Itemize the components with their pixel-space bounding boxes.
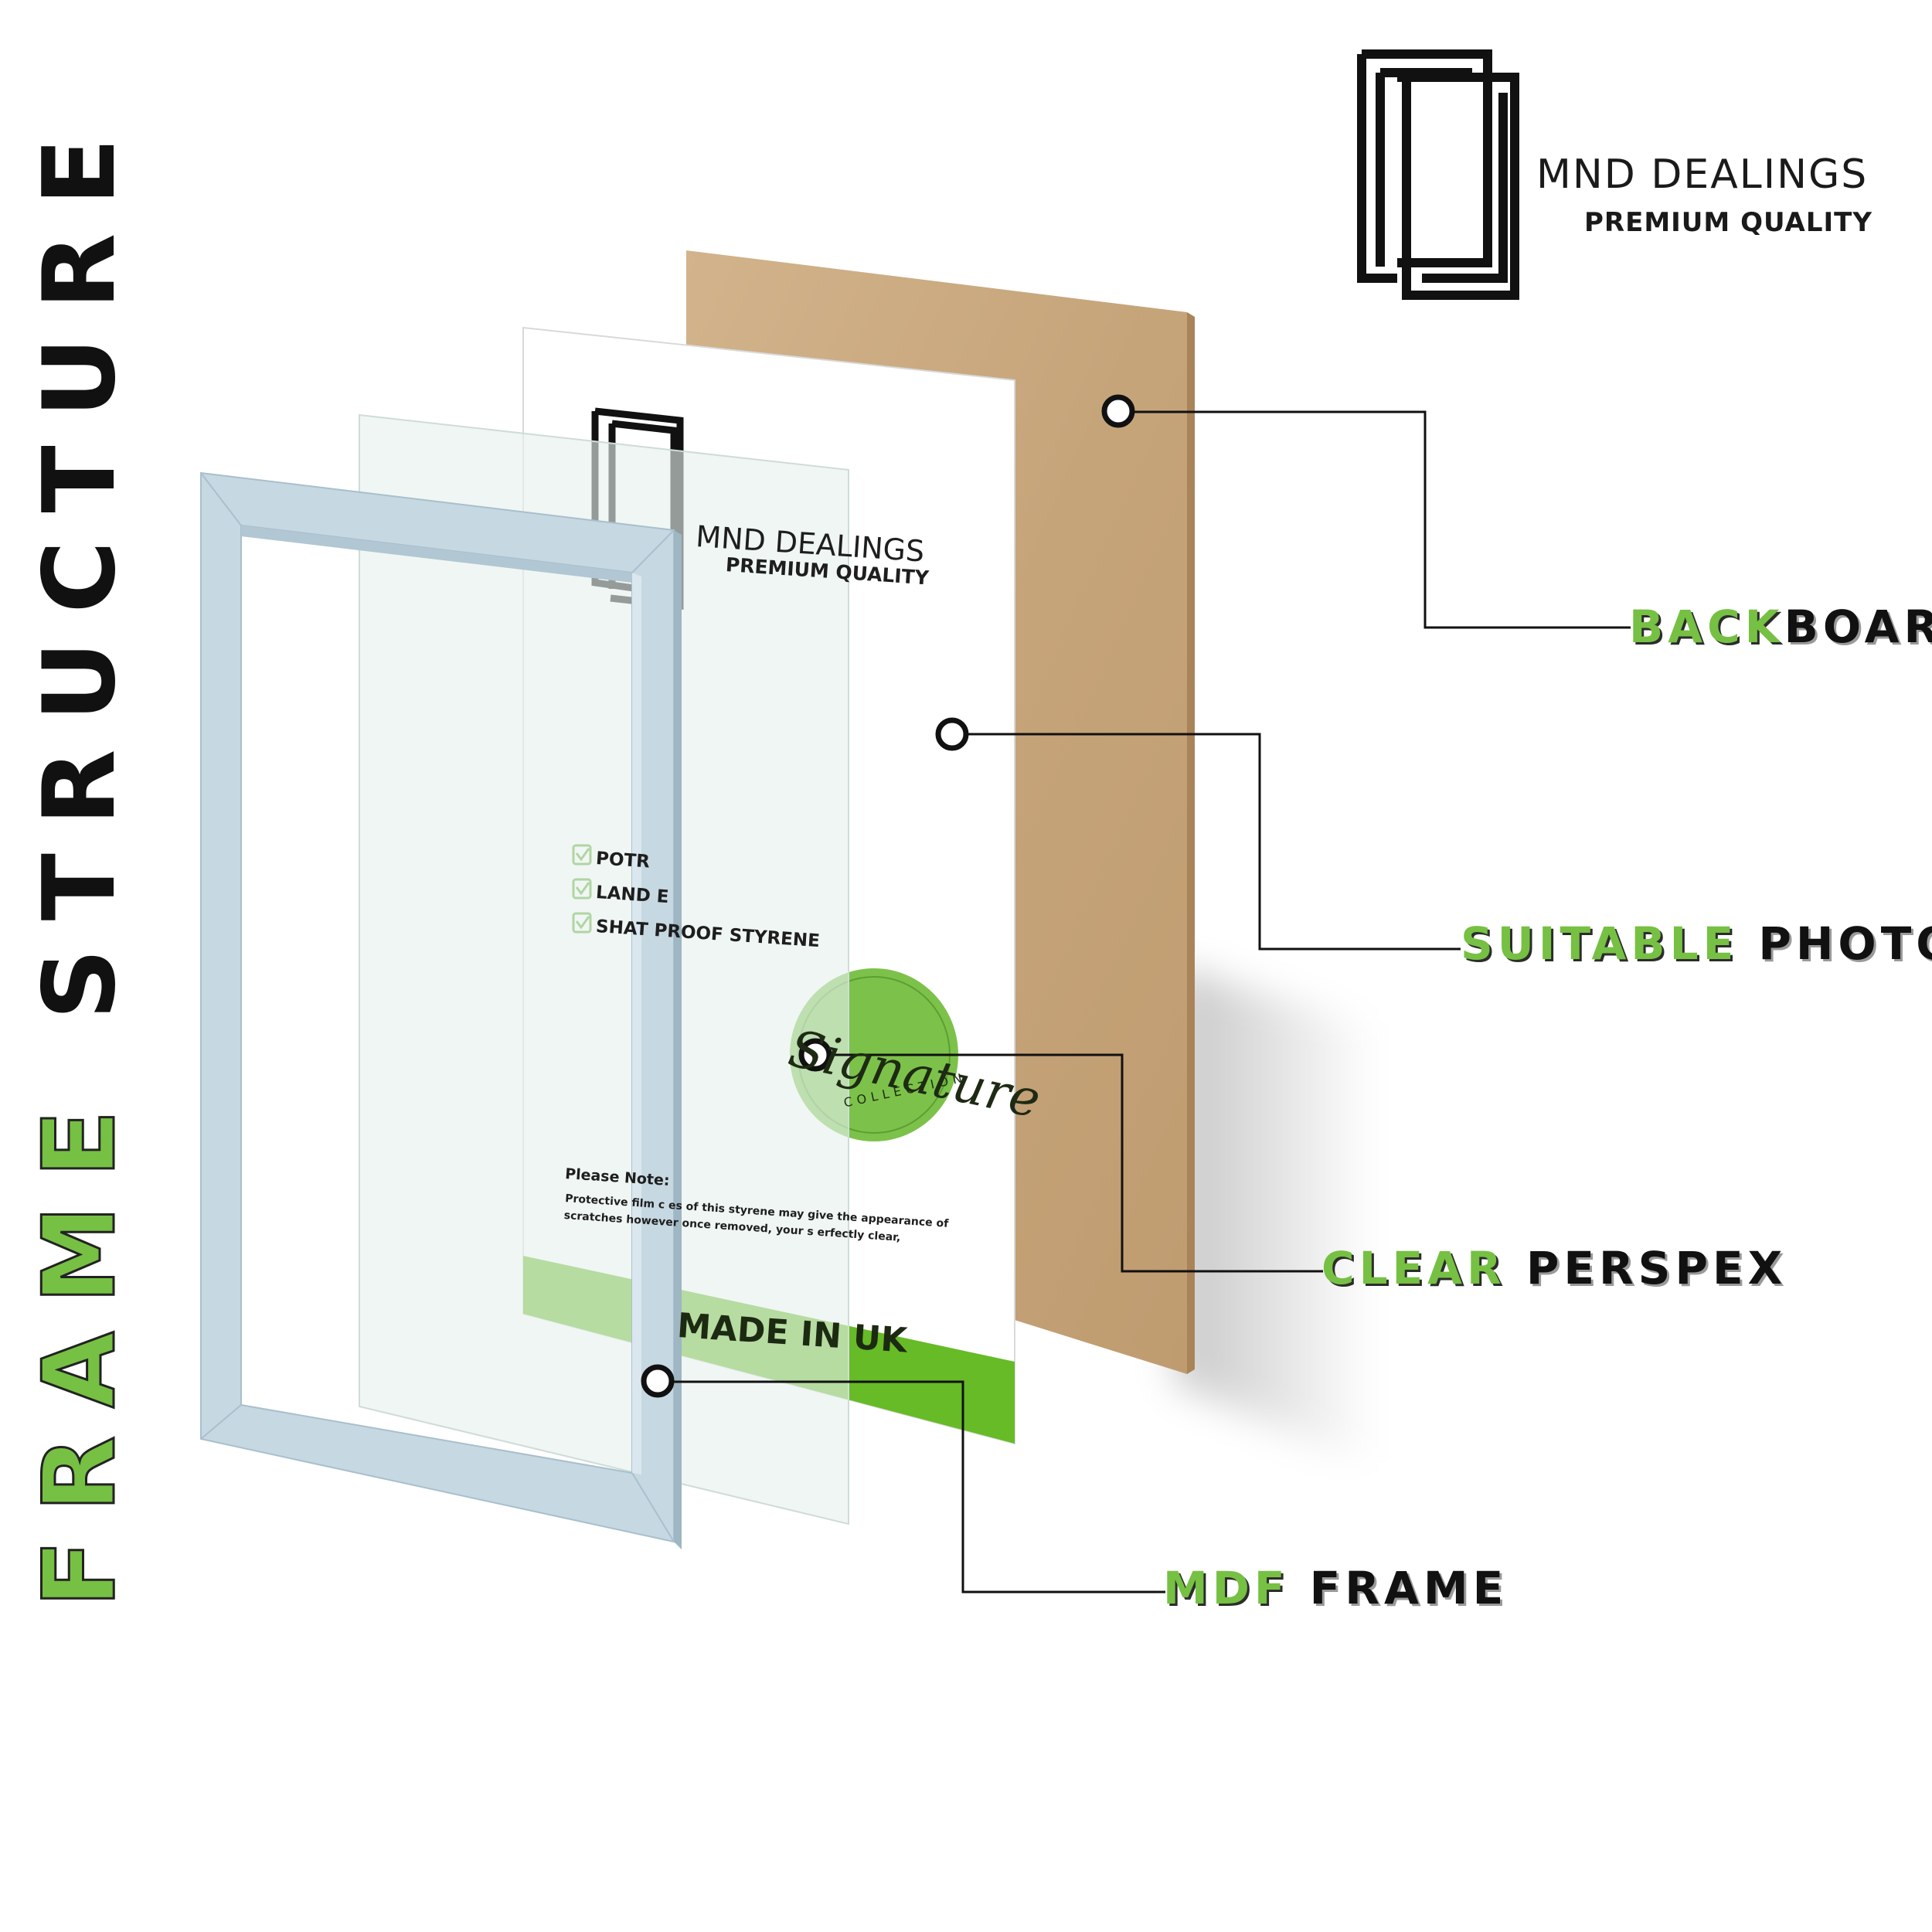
brand-name: MND DEALINGS bbox=[1536, 151, 1869, 198]
callout-perspex-black: PERSPEX bbox=[1505, 1242, 1787, 1294]
clear-perspex-panel bbox=[359, 413, 849, 1526]
callout-photo-black: PHOTO bbox=[1758, 917, 1932, 970]
callout-backboard: BACKBOARD bbox=[1629, 604, 1932, 649]
frame-structure-title: FRAME STRUCTURE bbox=[22, 110, 139, 1608]
callout-dots bbox=[641, 394, 1135, 1398]
callout-mdf-green: MDF bbox=[1163, 1562, 1290, 1614]
callout-photo-green: SUITABLE bbox=[1461, 917, 1739, 970]
callout-perspex-green: CLEAR bbox=[1321, 1242, 1506, 1294]
title-word-structure: STRUCTURE bbox=[22, 110, 138, 1020]
mdf-frame-panel bbox=[200, 471, 682, 1549]
brand-tagline: PREMIUM QUALITY bbox=[1584, 207, 1872, 238]
insert-feature-1: POTR bbox=[595, 849, 651, 872]
callout-mdf-frame: MDF FRAME bbox=[1163, 1566, 1508, 1611]
title-word-frame: FRAME bbox=[22, 1081, 139, 1609]
callout-suitable-photo: SUITABLE PHOTO bbox=[1461, 921, 1932, 966]
callout-leaders bbox=[663, 410, 1631, 1594]
callout-clear-perspex: CLEAR PERSPEX bbox=[1321, 1246, 1787, 1291]
double-frame-logo-icon bbox=[1357, 49, 1519, 300]
callout-backboard-black: BOARD bbox=[1784, 600, 1932, 653]
backboard-shadow bbox=[1175, 966, 1376, 1468]
callout-mdf-black: FRAME bbox=[1289, 1562, 1509, 1614]
callout-backboard-green: BACK bbox=[1629, 600, 1784, 653]
